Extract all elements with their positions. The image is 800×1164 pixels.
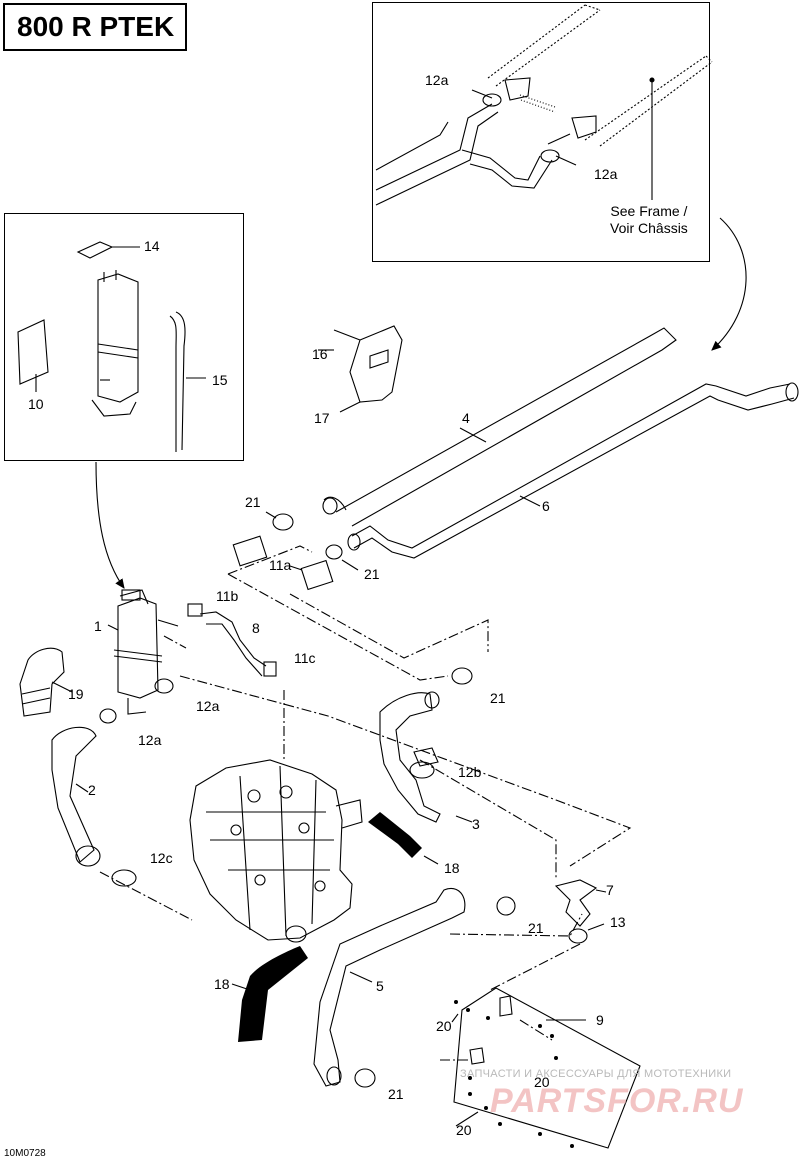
callout-13: 13 (610, 914, 626, 930)
callout-14: 14 (144, 238, 160, 254)
engine-block (189, 759, 363, 943)
callout-8: 8 (252, 620, 260, 636)
reservoir-tank (91, 270, 139, 417)
hose-2 (51, 726, 101, 867)
callout-20: 20 (456, 1122, 472, 1138)
callout-5: 5 (376, 978, 384, 994)
coolant-tank-1 (113, 589, 179, 715)
frame-reference-note: See Frame / Voir Châssis (610, 203, 688, 237)
callout-9: 9 (596, 1012, 604, 1028)
callout-11c: 11c (294, 650, 316, 666)
frame-detail-inset (372, 2, 710, 262)
callout-20: 20 (436, 1018, 452, 1034)
callout-12a: 12a (425, 72, 449, 88)
watermark-logo: PARTSFOR.RU (490, 1082, 744, 1120)
callout-21: 21 (388, 1086, 404, 1102)
callout-10: 10 (28, 396, 44, 412)
callout-12a: 12a (594, 166, 618, 182)
callout-12c: 12c (150, 850, 173, 866)
callout-21: 21 (364, 566, 380, 582)
callout-20: 20 (534, 1074, 550, 1090)
reservoir-cap (76, 241, 140, 259)
callout-17: 17 (314, 410, 330, 426)
callout-21: 21 (490, 690, 506, 706)
decal-sheet (17, 319, 49, 392)
mounting-plate-9 (453, 987, 641, 1149)
reservoir-hose (169, 311, 206, 452)
callout-12a: 12a (196, 698, 220, 714)
hose-4 (322, 327, 677, 527)
callout-2: 2 (88, 782, 96, 798)
callout-4: 4 (462, 410, 470, 426)
frame-rail (487, 4, 713, 147)
routing-lines (99, 545, 632, 1061)
hose-19 (19, 647, 65, 717)
callout-6: 6 (542, 498, 550, 514)
hose-5 (313, 888, 466, 1087)
watermark-tagline: ЗАПЧАСТИ И АКСЕССУАРЫ ДЛЯ МОТОТЕХНИКИ (460, 1068, 732, 1080)
model-title: 800 R PTEK (3, 3, 187, 51)
callout-16: 16 (312, 346, 328, 362)
callout-12a: 12a (138, 732, 162, 748)
callout-18: 18 (214, 976, 230, 992)
hose-3 (379, 691, 441, 823)
hose-8 (187, 603, 277, 677)
callout-11a: 11a (269, 557, 292, 573)
hose-6 (347, 382, 799, 559)
callout-11b: 11b (216, 588, 239, 604)
callout-3: 3 (472, 816, 480, 832)
fitting-7 (554, 879, 598, 927)
coolant-reservoir-inset (4, 213, 244, 461)
frame-note-line-2: Voir Châssis (610, 220, 688, 236)
frame-hoses (375, 93, 571, 206)
drawing-code: 10M0728 (4, 1148, 46, 1159)
callout-21: 21 (528, 920, 544, 936)
callout-7: 7 (606, 882, 614, 898)
callout-1: 1 (94, 618, 102, 634)
frame-note-line-1: See Frame / (610, 203, 688, 219)
callout-12b: 12b (458, 764, 482, 780)
callout-15: 15 (212, 372, 228, 388)
callout-21: 21 (245, 494, 261, 510)
callout-18: 18 (444, 860, 460, 876)
callout-19: 19 (68, 686, 84, 702)
